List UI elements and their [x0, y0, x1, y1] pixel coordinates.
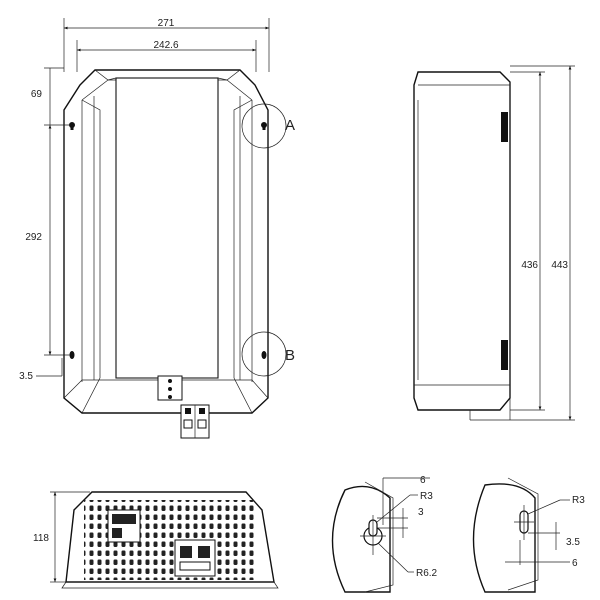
- detail-b: R3 3.5 6: [472, 477, 585, 593]
- mount-hole-top-right: [261, 122, 267, 130]
- dim-overall-width: 271: [158, 18, 175, 29]
- detail-a: 6 R3 3 R6.2: [331, 475, 438, 593]
- side-view: 436 443: [413, 65, 575, 421]
- dim-hole-spacing: 292: [25, 232, 42, 243]
- dim-body-height: 436: [521, 260, 538, 271]
- dim-top-offset: 69: [31, 89, 43, 100]
- mount-hole-top-left: [69, 122, 75, 130]
- dim-bottom-offset: 3.5: [19, 371, 33, 382]
- detail-a-top-radius: R3: [420, 491, 433, 502]
- front-view: 271 242.6: [19, 18, 295, 439]
- detail-a-slot-width: 3: [418, 507, 424, 518]
- detail-b-width: 6: [572, 558, 578, 569]
- detail-b-offset: 3.5: [566, 537, 580, 548]
- dim-inner-width: 242.6: [153, 40, 178, 51]
- detail-a-width: 6: [420, 475, 426, 486]
- terminal-block: [180, 404, 210, 439]
- bottom-view: 118: [33, 491, 279, 589]
- mount-hole-bottom-right: [261, 351, 267, 359]
- detail-label-a: A: [285, 117, 295, 134]
- dim-overall-height: 443: [551, 260, 568, 271]
- detail-b-radius: R3: [572, 495, 585, 506]
- detail-label-b: B: [285, 347, 295, 364]
- dim-bottom-height: 118: [33, 533, 49, 544]
- detail-a-bottom-radius: R6.2: [416, 568, 438, 579]
- mount-hole-bottom-left: [69, 351, 75, 359]
